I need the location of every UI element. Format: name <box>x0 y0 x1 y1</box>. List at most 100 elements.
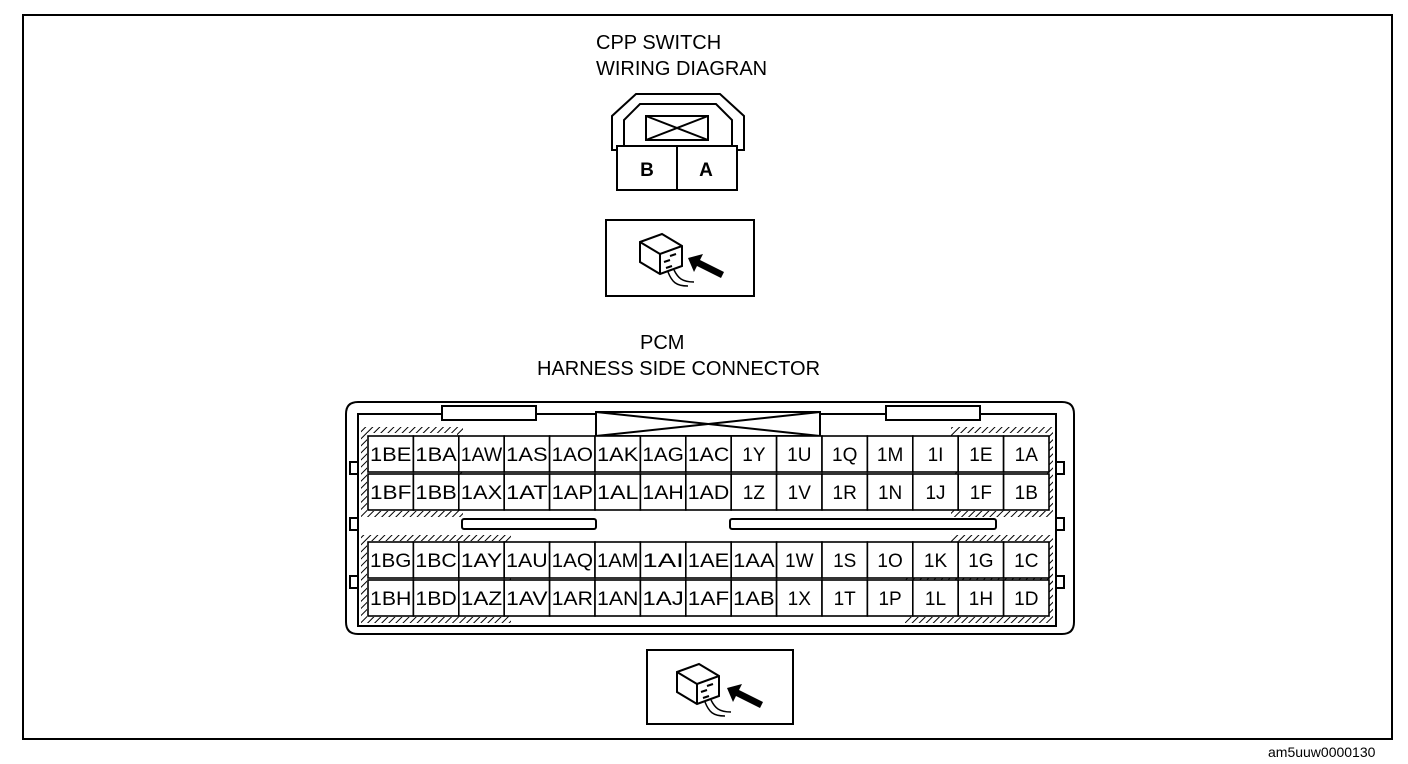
pin-label: 1AA <box>733 551 775 572</box>
pcm-subtitle: HARNESS SIDE CONNECTOR <box>537 358 821 380</box>
pin-label: 1N <box>878 483 902 504</box>
pin-cell <box>957 435 1005 473</box>
pin-label: 1AT <box>506 483 548 504</box>
pin-cell <box>1002 579 1050 617</box>
pin-cell <box>1002 541 1050 579</box>
pcm-connector-housing <box>345 401 1075 635</box>
pin-label: 1D <box>1014 589 1038 610</box>
pin-label: 1F <box>970 483 992 504</box>
pin-cell <box>821 435 869 473</box>
pin-label: 1L <box>925 589 946 610</box>
pin-cell <box>775 435 823 473</box>
pcm-title: PCM <box>640 332 685 354</box>
pin-cell <box>367 541 415 579</box>
pin-cell <box>957 541 1005 579</box>
figure-code: am5uuw0000130 <box>1268 744 1376 760</box>
pin-cell <box>457 473 505 511</box>
pin-label: 1AN <box>597 589 638 610</box>
pin-cell <box>457 579 505 617</box>
pin-label: 1AZ <box>461 589 503 610</box>
pin-label: 1Y <box>742 445 766 466</box>
pin-cell <box>730 541 778 579</box>
pin-label: 1O <box>877 551 902 572</box>
pin-label: 1T <box>834 589 857 610</box>
pin-label: 1AQ <box>552 551 593 572</box>
connector-view-icon <box>605 219 755 297</box>
pin-cell <box>866 473 914 511</box>
arrow-icon <box>688 254 724 278</box>
pin-cell <box>775 541 823 579</box>
pin-label: 1B <box>1015 483 1038 504</box>
pin-label: 1BB <box>415 483 456 504</box>
pin-cell <box>412 579 460 617</box>
pin-label: 1C <box>1014 551 1038 572</box>
pin-cell <box>548 473 596 511</box>
cpp-terminal-b: B <box>640 160 654 181</box>
pin-label: 1P <box>878 589 901 610</box>
pin-label: 1BC <box>415 551 456 572</box>
pin-label: 1BH <box>370 589 411 610</box>
pin-label: 1AO <box>552 445 593 466</box>
cpp-switch-connector <box>611 93 745 191</box>
pin-label: 1AG <box>642 445 683 466</box>
pin-cell <box>367 579 415 617</box>
pin-label: 1AJ <box>642 589 683 610</box>
pin-label: 1AX <box>461 483 503 504</box>
pin-cell <box>866 579 914 617</box>
pin-cell <box>684 541 732 579</box>
pin-label: 1AY <box>461 551 503 572</box>
arrow-icon <box>727 684 763 708</box>
pin-cell <box>911 541 959 579</box>
pin-label: 1BE <box>370 445 411 466</box>
pin-label: 1AV <box>506 589 548 610</box>
pin-label: 1BD <box>415 589 456 610</box>
pin-cell <box>1002 473 1050 511</box>
pin-label: 1AI <box>642 551 683 572</box>
pin-label: 1R <box>833 483 857 504</box>
cpp-switch-subtitle: WIRING DIAGRAN <box>596 58 768 80</box>
pin-label: 1AC <box>688 445 729 466</box>
pin-label: 1U <box>787 445 811 466</box>
pin-label: 1M <box>877 445 903 466</box>
pin-label: 1AL <box>597 483 638 504</box>
pin-cell <box>730 473 778 511</box>
pin-label: 1AW <box>461 445 502 466</box>
pin-cell <box>730 579 778 617</box>
pin-cell <box>639 579 687 617</box>
pin-cell <box>457 541 505 579</box>
pin-cell <box>548 435 596 473</box>
pin-cell <box>1002 435 1050 473</box>
pin-label: 1S <box>833 551 856 572</box>
pin-cell <box>503 579 551 617</box>
pin-label: 1K <box>924 551 948 572</box>
pin-label: 1Z <box>743 483 766 504</box>
pin-label: 1AP <box>552 483 593 504</box>
pin-label: 1BF <box>370 483 411 504</box>
pin-cell <box>594 579 642 617</box>
cpp-terminal-a: A <box>699 160 713 181</box>
pin-label: 1E <box>969 445 992 466</box>
diagram-frame <box>22 14 1393 740</box>
pin-label: 1V <box>788 483 812 504</box>
pin-cell <box>503 541 551 579</box>
pin-cell <box>639 473 687 511</box>
pin-label: 1AE <box>688 551 729 572</box>
pin-label: 1AB <box>733 589 774 610</box>
pin-label: 1BG <box>370 551 411 572</box>
pin-label: 1BA <box>415 445 457 466</box>
pin-cell <box>594 435 642 473</box>
cpp-switch-title: CPP SWITCH <box>596 32 722 54</box>
pin-cell <box>503 435 551 473</box>
pin-cell <box>911 435 959 473</box>
pin-label: 1AU <box>506 551 547 572</box>
pin-label: 1J <box>925 483 945 504</box>
pin-label: 1AR <box>552 589 593 610</box>
pin-cell <box>548 541 596 579</box>
pin-label: 1AS <box>506 445 547 466</box>
pin-cell <box>367 435 415 473</box>
pin-cell <box>594 473 642 511</box>
pin-cell <box>594 541 642 579</box>
pin-label: 1I <box>928 445 944 466</box>
